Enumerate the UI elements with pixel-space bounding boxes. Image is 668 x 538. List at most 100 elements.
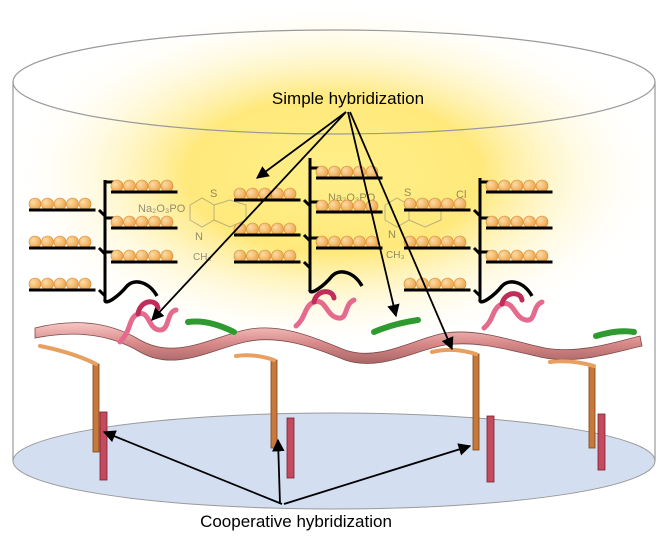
bead xyxy=(135,179,149,193)
bead xyxy=(233,249,247,263)
svg-text:CH₃: CH₃ xyxy=(386,250,405,261)
bead xyxy=(233,187,247,201)
bead xyxy=(123,179,136,193)
hairpin-1 xyxy=(117,299,179,345)
anchor-1 xyxy=(99,411,108,481)
left-branch-link xyxy=(97,246,107,256)
anchor-2 xyxy=(286,417,295,479)
bead xyxy=(78,277,92,291)
green-short-strand-2 xyxy=(371,317,421,335)
bead xyxy=(135,215,149,229)
cooperative-arrow-2 xyxy=(272,438,285,505)
bead xyxy=(328,199,341,213)
right-bead-row xyxy=(485,249,553,264)
left-bead-row xyxy=(403,277,471,292)
bead xyxy=(28,235,42,249)
left-bead-row xyxy=(28,235,96,250)
bead xyxy=(510,249,524,263)
bead xyxy=(498,215,511,229)
bead xyxy=(53,277,67,291)
bead xyxy=(66,197,79,211)
svg-text:N: N xyxy=(195,231,203,243)
comb-tail xyxy=(103,280,159,304)
bead xyxy=(485,179,499,193)
bead xyxy=(535,249,549,263)
left-bead-row xyxy=(233,187,301,202)
left-branch-link xyxy=(302,233,312,243)
left-branch-link xyxy=(472,246,482,256)
probe-4 xyxy=(588,365,596,449)
anchor-4 xyxy=(597,413,606,471)
simple-arrow-1 xyxy=(151,111,347,321)
green-short-strand-1 xyxy=(185,318,237,335)
bead xyxy=(441,277,454,291)
bead xyxy=(523,249,536,263)
bead xyxy=(315,235,329,249)
svg-text:Cl: Cl xyxy=(456,189,466,201)
simple-arrow-4 xyxy=(349,111,454,351)
green-short-strand-3 xyxy=(593,328,637,339)
bead xyxy=(315,165,329,179)
bead xyxy=(41,277,54,291)
bead xyxy=(485,249,499,263)
bead xyxy=(41,235,54,249)
anchor-3 xyxy=(486,415,495,483)
target-strand xyxy=(34,322,643,364)
right-bead-row xyxy=(315,165,383,180)
bead xyxy=(416,235,429,249)
right-bead-row xyxy=(315,235,383,250)
left-branch-link xyxy=(472,208,482,218)
bead xyxy=(246,187,259,201)
right-bead-row xyxy=(485,179,553,194)
bead xyxy=(160,249,174,263)
bead xyxy=(428,197,442,211)
bead xyxy=(258,222,272,236)
floor-ellipse xyxy=(12,412,656,510)
bead xyxy=(353,199,366,213)
svg-text:S: S xyxy=(210,188,217,200)
probe-3 xyxy=(472,353,480,451)
bead xyxy=(523,215,536,229)
left-branch-link xyxy=(302,198,312,208)
comb-tail xyxy=(308,270,364,294)
right-bead-row xyxy=(110,215,178,230)
bead xyxy=(258,249,272,263)
left-branch-link xyxy=(472,288,482,298)
bead xyxy=(498,249,511,263)
cooperative-hybridization-label: Cooperative hybridization xyxy=(200,512,392,531)
cooperative-arrow-1 xyxy=(102,430,283,505)
bead xyxy=(365,235,379,249)
bead xyxy=(41,197,54,211)
bead xyxy=(441,235,454,249)
bead xyxy=(66,235,79,249)
bead xyxy=(340,235,354,249)
bead xyxy=(246,222,259,236)
bead xyxy=(485,215,499,229)
left-branch-link xyxy=(97,288,107,298)
cooperative-arrow-3 xyxy=(283,443,472,505)
simple-hybridization-label: Simple hybridization xyxy=(272,89,424,108)
hairpin-2 xyxy=(293,289,357,329)
right-bead-row xyxy=(110,179,178,194)
svg-text:N: N xyxy=(388,229,396,241)
comb-2 xyxy=(233,158,383,294)
left-bead-row xyxy=(28,197,96,212)
left-bead-row xyxy=(28,277,96,292)
left-bead-row xyxy=(233,222,301,237)
bead xyxy=(416,197,429,211)
bead xyxy=(453,235,467,249)
bead xyxy=(135,249,149,263)
bead xyxy=(283,249,297,263)
bead xyxy=(535,215,549,229)
bead xyxy=(78,197,92,211)
comb-structures xyxy=(28,158,553,304)
svg-text:S: S xyxy=(404,187,411,199)
bead xyxy=(148,179,161,193)
left-branch-link xyxy=(302,260,312,270)
bead xyxy=(283,222,297,236)
bead xyxy=(340,199,354,213)
left-bead-row xyxy=(233,249,301,264)
svg-text:Na₂O₃PO: Na₂O₃PO xyxy=(138,203,186,215)
left-branch-link xyxy=(97,208,107,218)
